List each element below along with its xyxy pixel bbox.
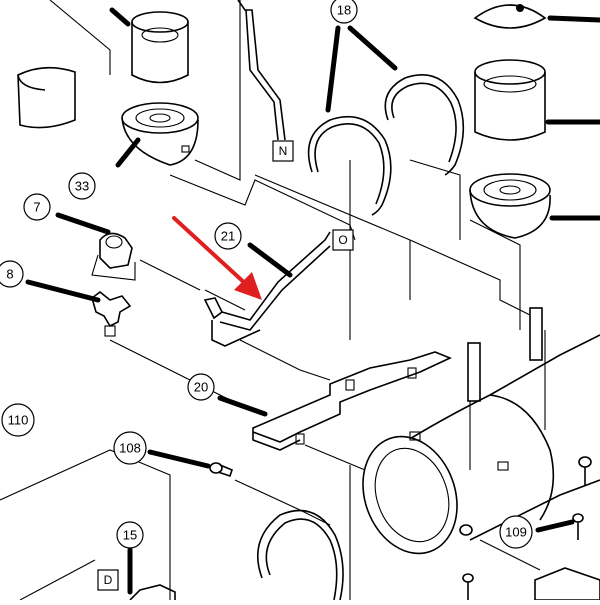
callout-109[interactable]: 109 xyxy=(499,515,533,549)
part-109-screws xyxy=(459,456,592,600)
callout-18[interactable]: 18 xyxy=(330,0,358,24)
svg-text:110: 110 xyxy=(8,413,29,428)
part-8-bracket xyxy=(91,290,132,337)
bearing-cup-right xyxy=(474,59,546,141)
callout-8[interactable]: 8 xyxy=(0,260,24,288)
part-20-bar xyxy=(252,351,453,451)
callout-110[interactable]: 110 xyxy=(1,403,35,437)
svg-text:20: 20 xyxy=(194,380,208,395)
callout-21[interactable]: 21 xyxy=(214,222,242,250)
svg-text:21: 21 xyxy=(221,229,235,244)
part-18-snap-rings xyxy=(307,74,465,216)
part-15-bracket xyxy=(129,584,176,601)
block-bottom-right xyxy=(534,567,600,601)
bearing-cup-top xyxy=(131,11,189,84)
svg-text:33: 33 xyxy=(75,179,89,194)
svg-text:D: D xyxy=(104,573,113,587)
svg-text:109: 109 xyxy=(505,525,527,540)
part-21-tube xyxy=(203,231,331,347)
callout-7[interactable]: 7 xyxy=(23,193,51,221)
housing-right xyxy=(469,173,551,239)
svg-text:N: N xyxy=(279,144,288,158)
svg-text:O: O xyxy=(338,233,347,247)
cap-top-right xyxy=(473,4,547,29)
callout-15[interactable]: 15 xyxy=(116,521,144,549)
main-drum xyxy=(362,334,600,555)
box-label-n[interactable]: N xyxy=(272,140,294,162)
part-33-housing xyxy=(121,102,199,166)
svg-text:15: 15 xyxy=(123,528,137,543)
linkage-rod-n xyxy=(237,0,286,141)
callout-20[interactable]: 20 xyxy=(187,373,215,401)
leader xyxy=(109,7,131,27)
callout-108[interactable]: 108 xyxy=(113,431,147,465)
red-arrow-indicator xyxy=(172,216,262,300)
part-7-sensor xyxy=(91,232,136,281)
callout-33[interactable]: 33 xyxy=(68,172,96,200)
box-label-o[interactable]: O xyxy=(332,229,354,251)
pins xyxy=(467,307,543,402)
part-108-bolt xyxy=(209,462,233,478)
svg-text:18: 18 xyxy=(337,3,351,18)
svg-text:7: 7 xyxy=(33,200,40,215)
svg-text:8: 8 xyxy=(6,267,13,282)
svg-text:108: 108 xyxy=(119,441,141,456)
sleeve-top-left xyxy=(17,66,76,129)
box-label-d[interactable]: D xyxy=(97,569,119,591)
snap-ring-lower xyxy=(256,509,344,601)
